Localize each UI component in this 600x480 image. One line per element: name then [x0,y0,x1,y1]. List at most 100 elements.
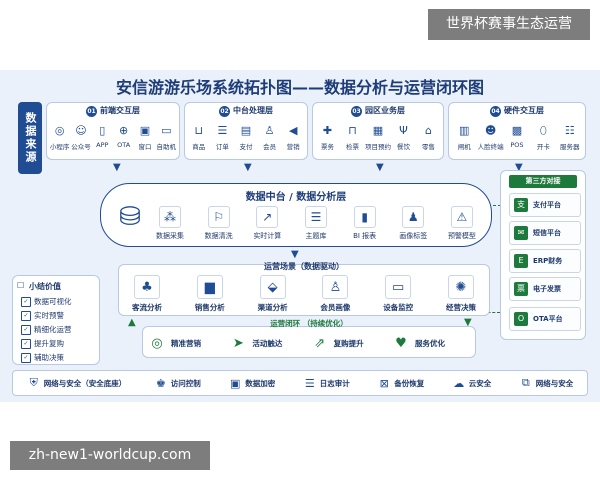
order-icon: ☰ [217,124,228,137]
middleware-order: ☰订单 [211,123,235,151]
window-icon: ▣ [139,124,151,137]
item-label: 数据可视化 [34,297,72,306]
kiosk-icon: ▭ [161,124,172,137]
item-label: 经营决策 [445,303,476,312]
item-label: POS [510,141,524,149]
member-icon: ♙ [264,124,275,137]
top-watermark-badge: 世界杯赛事生态运营 [428,9,590,40]
pos-icon: ▩ [511,124,523,137]
database-icon: ⛁ [119,202,141,232]
bar-chart-icon: ▮ [353,206,376,228]
item-label: 服务器 [560,143,580,151]
item-label: 支付平台 [533,201,561,209]
security-network-2: ⧉网络与安全 [519,376,573,390]
persona-icon: ♟ [402,206,425,228]
security-access: ♚ 访问控制 [154,376,201,390]
dc-subject-lib: ☰主题库 [295,206,337,241]
arrow-down-icon: ▼ [291,249,299,260]
item-label: 人脸终端 [477,143,504,151]
check-icon: ✓ [21,352,31,363]
item-label: 会员 [263,143,277,151]
diagram-title: 安信游游乐场系统拓扑图——数据分析与运营闭环图 [115,78,484,97]
dc-collect: ⁂数据采集 [149,206,191,241]
park-ticketing: ✚票务 [315,123,340,151]
profile-icon: ♙ [322,275,349,299]
access-icon: ♚ [155,376,166,390]
item-label: 服务优化 [414,338,445,348]
account-icon: ☺ [75,124,87,137]
layer-name: 园区业务层 [365,106,405,115]
middleware-product: ⊔商品 [187,123,211,151]
summary-item: ✓提升复购 [21,338,64,349]
item-label: 餐饮 [397,143,410,151]
loop-repurchase: ⇗复购提升 [310,333,390,353]
summary-item: ✓实时预警 [21,310,64,321]
encrypt-icon: ▣ [230,376,241,390]
arrow-down-icon: ▼ [113,162,121,173]
security-network: ⛨网络与安全（安全底座） [27,376,127,390]
middleware-member: ♙ 会员 [258,123,282,151]
layer-name: 硬件交互层 [504,106,544,115]
security-encrypt: ▣数据加密 [228,376,275,390]
item-label: 预警模型 [447,232,476,240]
scene-channel: ⬙渠道分析 [249,275,297,313]
dc-warning: ⚠预警模型 [441,206,483,241]
third-party-invoice: 票电子发票 [509,277,581,301]
item-label: 设备监控 [383,303,414,312]
sms-icon: ✉ [514,226,528,240]
hardware-card-issue: ⬯ 开卡 [530,123,556,152]
turnstile-icon: ▥ [458,124,470,137]
erp-icon: E [514,254,528,268]
summary-panel: ☐ 小结价值 ✓数据可视化 ✓实时预警 ✓精细化运营 ✓提升复购 ✓辅助决策 [12,275,100,365]
scene-device-monitor: ▭设备监控 [374,275,422,313]
ticket-icon: ✚ [322,124,333,137]
item-label: 辅助决策 [34,353,64,362]
frontend-official-account: ☺公众号 [70,123,91,151]
bracelet-icon: ⬯ [539,123,547,137]
document-icon: ☐ [17,281,25,290]
item-label: OTA [117,141,131,149]
frontend-window: ▣窗口 [134,123,155,151]
item-label: 开卡 [536,143,550,151]
item-label: 日志审计 [319,378,350,388]
layer-number: 01 [86,106,97,117]
security-cloud: ☁云安全 [452,376,491,390]
send-icon: ➤ [232,335,244,351]
item-label: 闸机 [457,143,471,151]
check-icon: ✓ [21,296,31,307]
scene-member-profile: ♙会员画像 [311,275,359,313]
channel-icon: ⬙ [259,275,286,299]
dc-persona: ♟画像标签 [392,206,434,241]
operation-loop-panel: 运营闭环 （持续优化） ◎精准营销 ➤活动触达 ⇗复购提升 ♥服务优化 [142,319,476,358]
sales-icon: ▆ [196,275,223,299]
layer-name: 前端交互层 [100,106,140,115]
item-label: 营销 [286,143,300,151]
bag-icon: ⊔ [194,124,204,137]
bottom-watermark-badge: zh-new1-worldcup.com [10,441,210,470]
network-icon: ⧉ [521,376,530,389]
item-label: OTA平台 [533,315,563,323]
shield-icon: ⛨ [29,376,38,389]
third-party-title: 第三方对接 [509,175,577,188]
layer-number: 03 [351,106,362,117]
item-label: 项目预约 [365,143,391,151]
item-label: 电子发票 [533,285,561,293]
item-label: 精细化运营 [34,325,72,334]
pay-icon: 支 [514,198,528,212]
check-icon: ✓ [21,324,31,335]
item-label: 小程序 [49,143,70,151]
cloud-icon: ☁ [453,376,465,390]
item-label: 访问控制 [170,378,201,388]
shop-icon: ⌂ [425,124,432,137]
scene-title: 运营场景（数据驱动） [264,262,344,271]
arrow-down-icon: ▼ [464,317,472,328]
collect-icon: ⁂ [159,206,181,228]
scene-decision: ✺经营决策 [437,275,485,313]
frontend-miniprogram: ◎小程序 [49,123,70,151]
arrow-down-icon: ▼ [376,162,384,173]
